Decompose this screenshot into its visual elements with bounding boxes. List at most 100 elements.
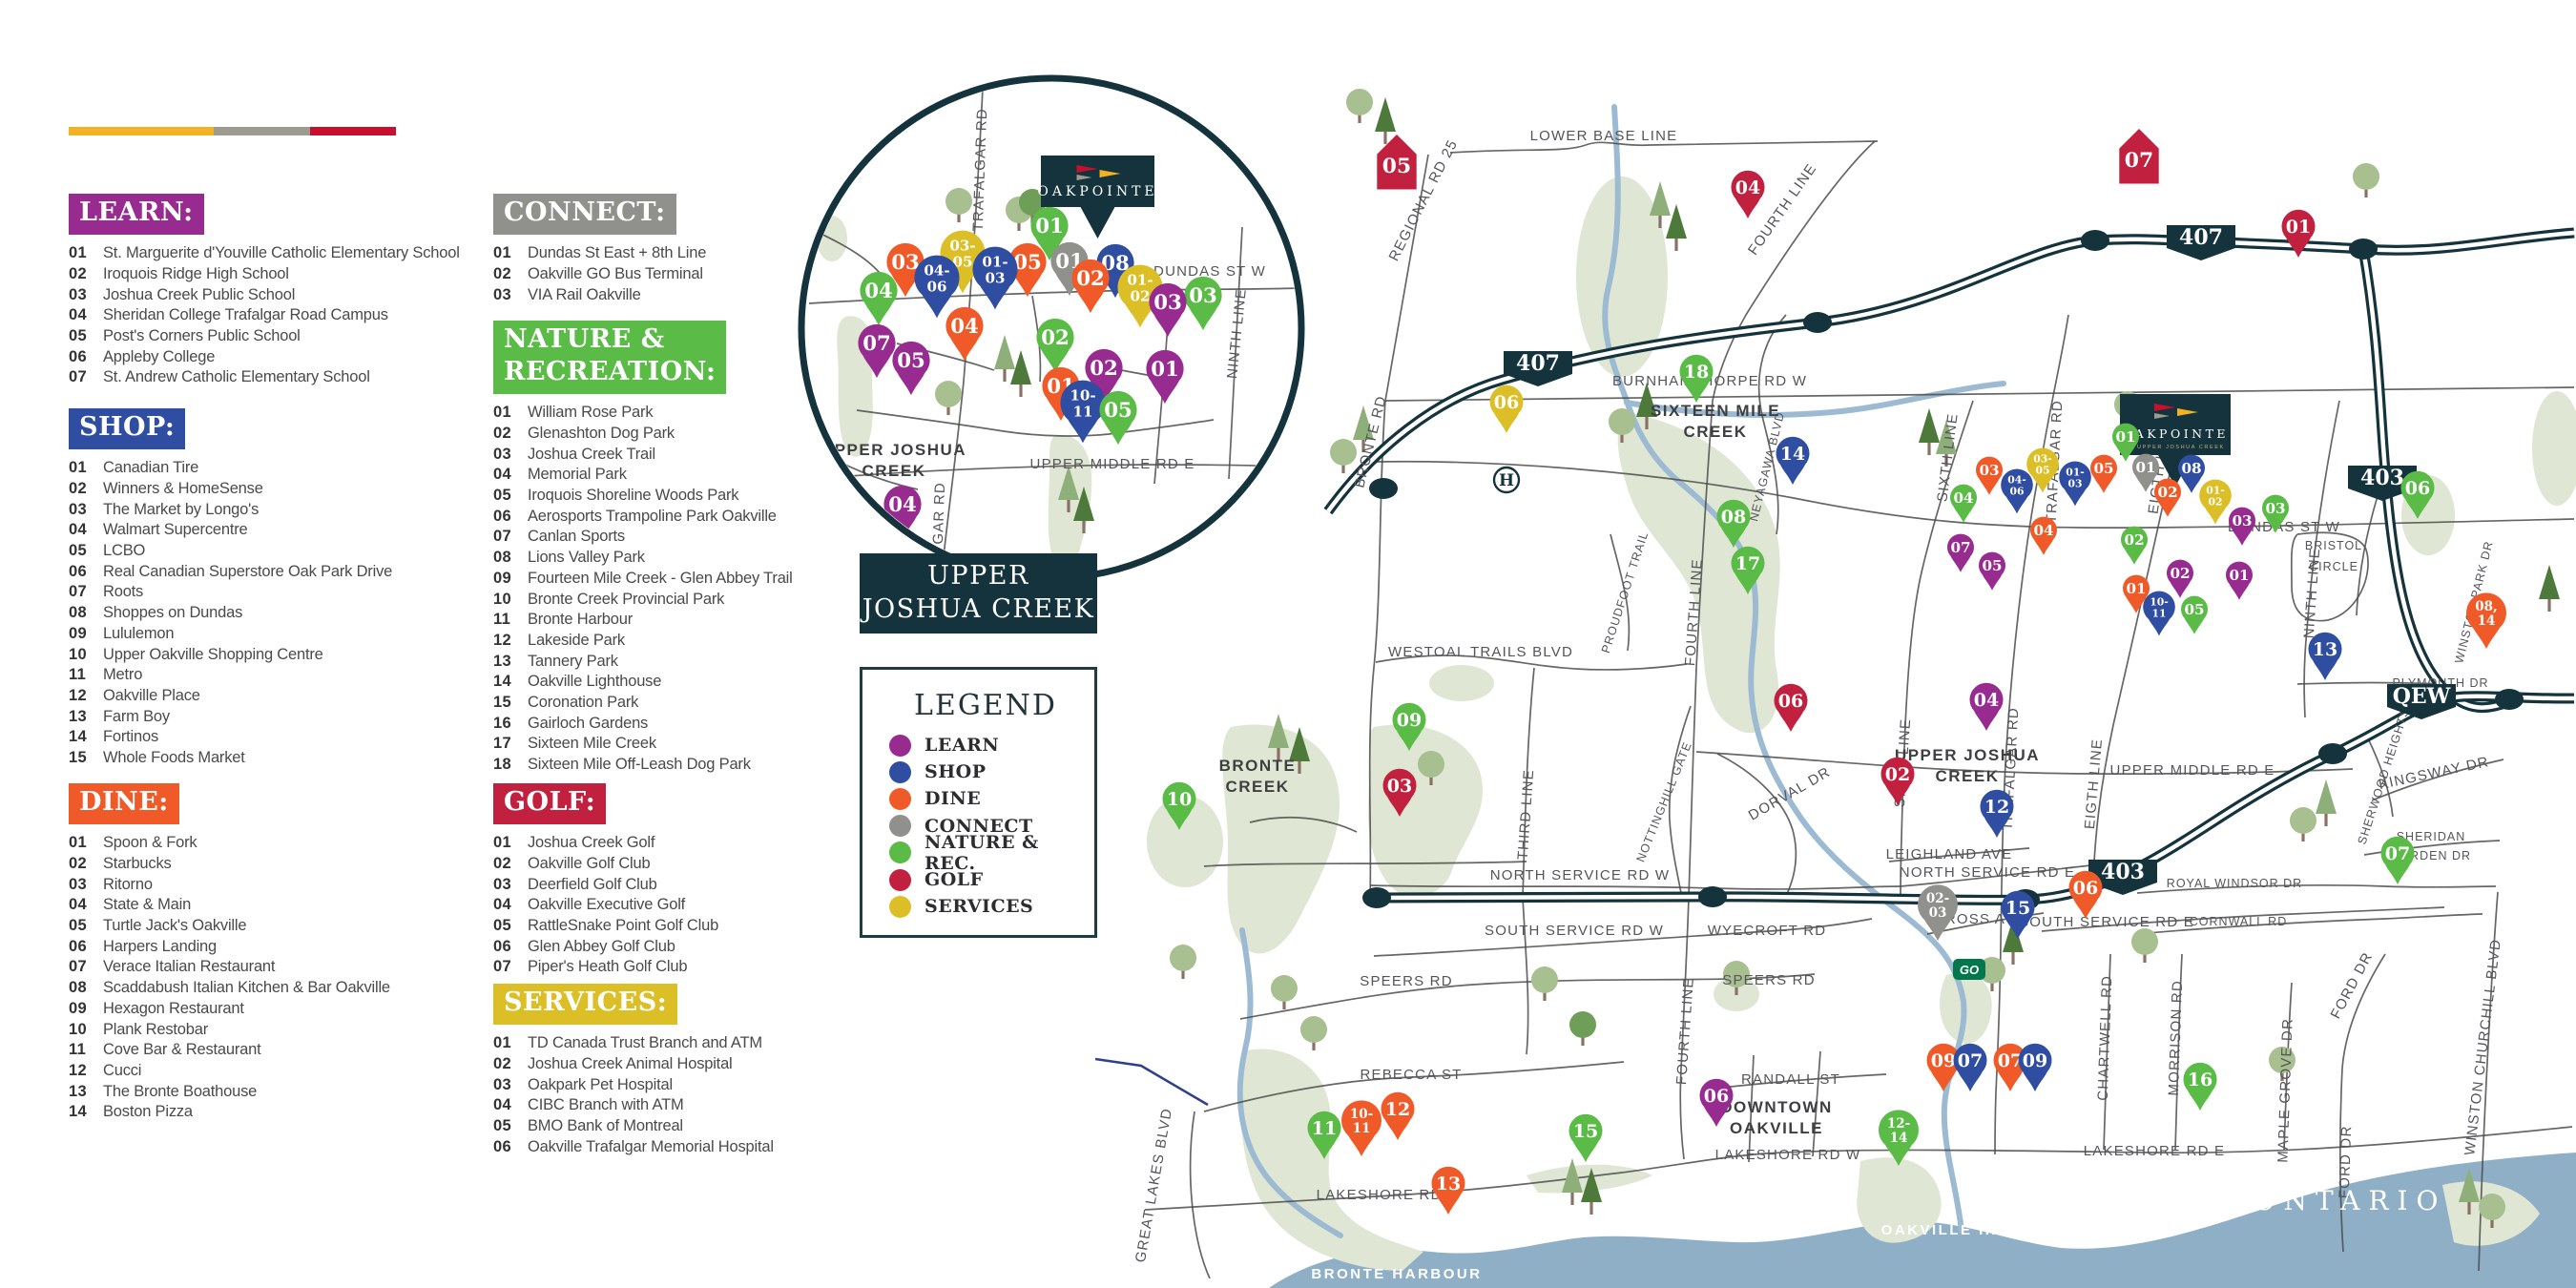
svg-text:04: 04 [2033, 522, 2053, 539]
road [1203, 861, 1527, 867]
road [1249, 816, 1358, 833]
legend-entry: NATURE & REC. [889, 832, 1094, 874]
svg-text:11: 11 [1312, 1118, 1337, 1139]
road [1228, 226, 1243, 480]
map-pin-nature-09: 09 [1392, 702, 1426, 751]
svg-text:03: 03 [891, 251, 920, 275]
interchange-dot [1362, 887, 1391, 908]
map-pin-nature-01: 01 [1030, 206, 1069, 261]
item-label: Dundas St East + 8th Line [528, 244, 707, 262]
road-label: RANDALL ST [1741, 1071, 1840, 1088]
road-label: SHERIDAN [2397, 830, 2466, 843]
legend-dot-icon [889, 787, 911, 810]
svg-text:07: 07 [1998, 1050, 2023, 1071]
power-line [1094, 1057, 1209, 1107]
legend-entry: LEARN [889, 732, 1094, 758]
svg-text:03: 03 [1153, 291, 1182, 315]
tree-icon [1919, 408, 1940, 455]
creek [1236, 927, 1343, 1238]
item-label: Real Canadian Superstore Oak Park Drive [103, 562, 393, 580]
svg-text:10-11: 10-11 [1350, 1107, 1373, 1136]
creek [1624, 381, 2006, 418]
map-pin-nature-03: 03 [1184, 276, 1222, 331]
road-label: DUNDAS ST W [2228, 519, 2340, 535]
item-number: 06 [69, 937, 87, 955]
legend-dot-icon [889, 841, 911, 864]
item-label: Glenashton Dog Park [528, 425, 675, 443]
svg-text:06: 06 [1778, 691, 1803, 712]
road [1189, 1111, 1211, 1279]
map-pin-learn-03: 03 [1149, 282, 1187, 338]
svg-text:H: H [1499, 471, 1514, 490]
svg-text:12-14: 12-14 [1887, 1116, 1910, 1146]
legend-dot-icon [889, 868, 911, 891]
svg-text:01-03: 01-03 [2066, 466, 2085, 489]
item-label: Post's Corners Public School [103, 327, 301, 345]
road-label: LOWER BASE LINE [1530, 128, 1678, 144]
svg-text:01: 01 [2115, 428, 2135, 446]
road-label: DORVAL DR [1746, 764, 1834, 824]
svg-text:01: 01 [1035, 215, 1064, 239]
item-label: Walmart Supercentre [103, 521, 248, 539]
item-number: 05 [69, 542, 87, 560]
svg-text:07: 07 [1958, 1050, 1983, 1071]
road-label: NOTTINGHILL GATE [1634, 739, 1694, 863]
item-label: Farm Boy [103, 707, 170, 725]
item-number: 09 [69, 999, 87, 1017]
map-pin-nature-10: 10 [1162, 781, 1196, 830]
interchange-dot [1698, 886, 1727, 907]
category-header: GOLF: [493, 783, 607, 824]
brand-bar-segment [69, 127, 214, 135]
item-number: 15 [493, 693, 511, 711]
map-pin-golf-03: 03 [1382, 768, 1417, 817]
item-label: Spoon & Fork [103, 834, 197, 852]
svg-text:03: 03 [1189, 284, 1217, 308]
map-pin-learn-07: 07 [1947, 533, 1974, 572]
item-number: 02 [493, 265, 511, 283]
svg-text:QEW: QEW [2393, 684, 2451, 709]
map-pin-dine-13: 13 [1431, 1166, 1465, 1215]
item-label: Scaddabush Italian Kitchen & Bar Oakvill… [103, 979, 390, 997]
map-pin-nature-17: 17 [1731, 546, 1765, 594]
road [1716, 753, 1797, 899]
interchange-dot [1369, 478, 1398, 499]
map-pin-shop-08: 08 [2178, 454, 2205, 493]
road [1449, 140, 1879, 154]
greenspace [1367, 724, 1484, 898]
item-number: 13 [69, 707, 87, 725]
item-number: 18 [493, 756, 511, 774]
lake-water [1269, 1153, 2576, 1288]
road [2371, 758, 2504, 801]
item-label: Oakville Trafalgar Memorial Hospital [528, 1137, 774, 1155]
svg-text:01-02: 01-02 [1127, 272, 1153, 305]
item-label: Iroquois Ridge High School [103, 265, 289, 283]
flag-icon [2154, 413, 2170, 419]
map-pin-learn-07: 07 [858, 323, 896, 379]
item-label: RattleSnake Point Golf Club [528, 917, 719, 935]
road-label: GREAT LAKES BLVD [1132, 1107, 1175, 1264]
tree-icon [994, 335, 1015, 382]
item-number: 05 [493, 1117, 511, 1135]
svg-text:04: 04 [1735, 177, 1760, 198]
item-number: 02 [493, 1055, 511, 1073]
item-label: Canlan Sports [528, 528, 625, 546]
road [1373, 918, 1873, 957]
svg-text:06: 06 [2073, 878, 2098, 899]
road [1668, 705, 1692, 899]
item-label: Boston Pizza [103, 1103, 193, 1121]
category-header: SHOP: [69, 408, 186, 449]
